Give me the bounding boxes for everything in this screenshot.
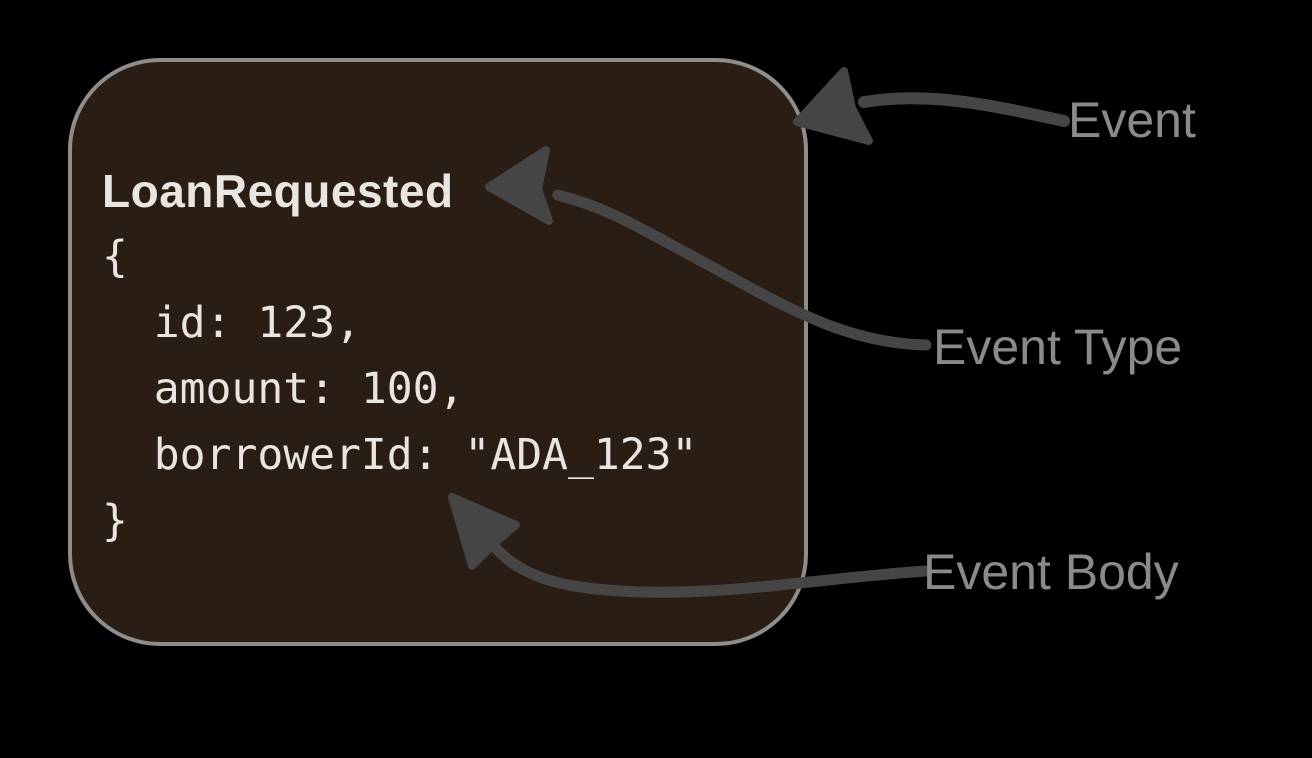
event-body-line: } xyxy=(102,496,128,546)
event-code: LoanRequested { id: 123, amount: 100, bor… xyxy=(102,158,790,554)
event-type-text: LoanRequested xyxy=(102,165,454,217)
label-event-body: Event Body xyxy=(923,544,1179,600)
event-body-line: { xyxy=(102,232,128,282)
label-event-type: Event Type xyxy=(933,319,1183,375)
event-body-line: amount: 100, xyxy=(102,364,465,414)
label-event: Event xyxy=(1068,92,1196,148)
event-body-line: id: 123, xyxy=(102,298,361,348)
event-body-line: borrowerId: "ADA_123" xyxy=(102,430,698,480)
event-arrow-line xyxy=(858,92,1070,127)
event-card: LoanRequested { id: 123, amount: 100, bor… xyxy=(68,58,808,646)
event-arrowhead-icon xyxy=(793,67,873,145)
